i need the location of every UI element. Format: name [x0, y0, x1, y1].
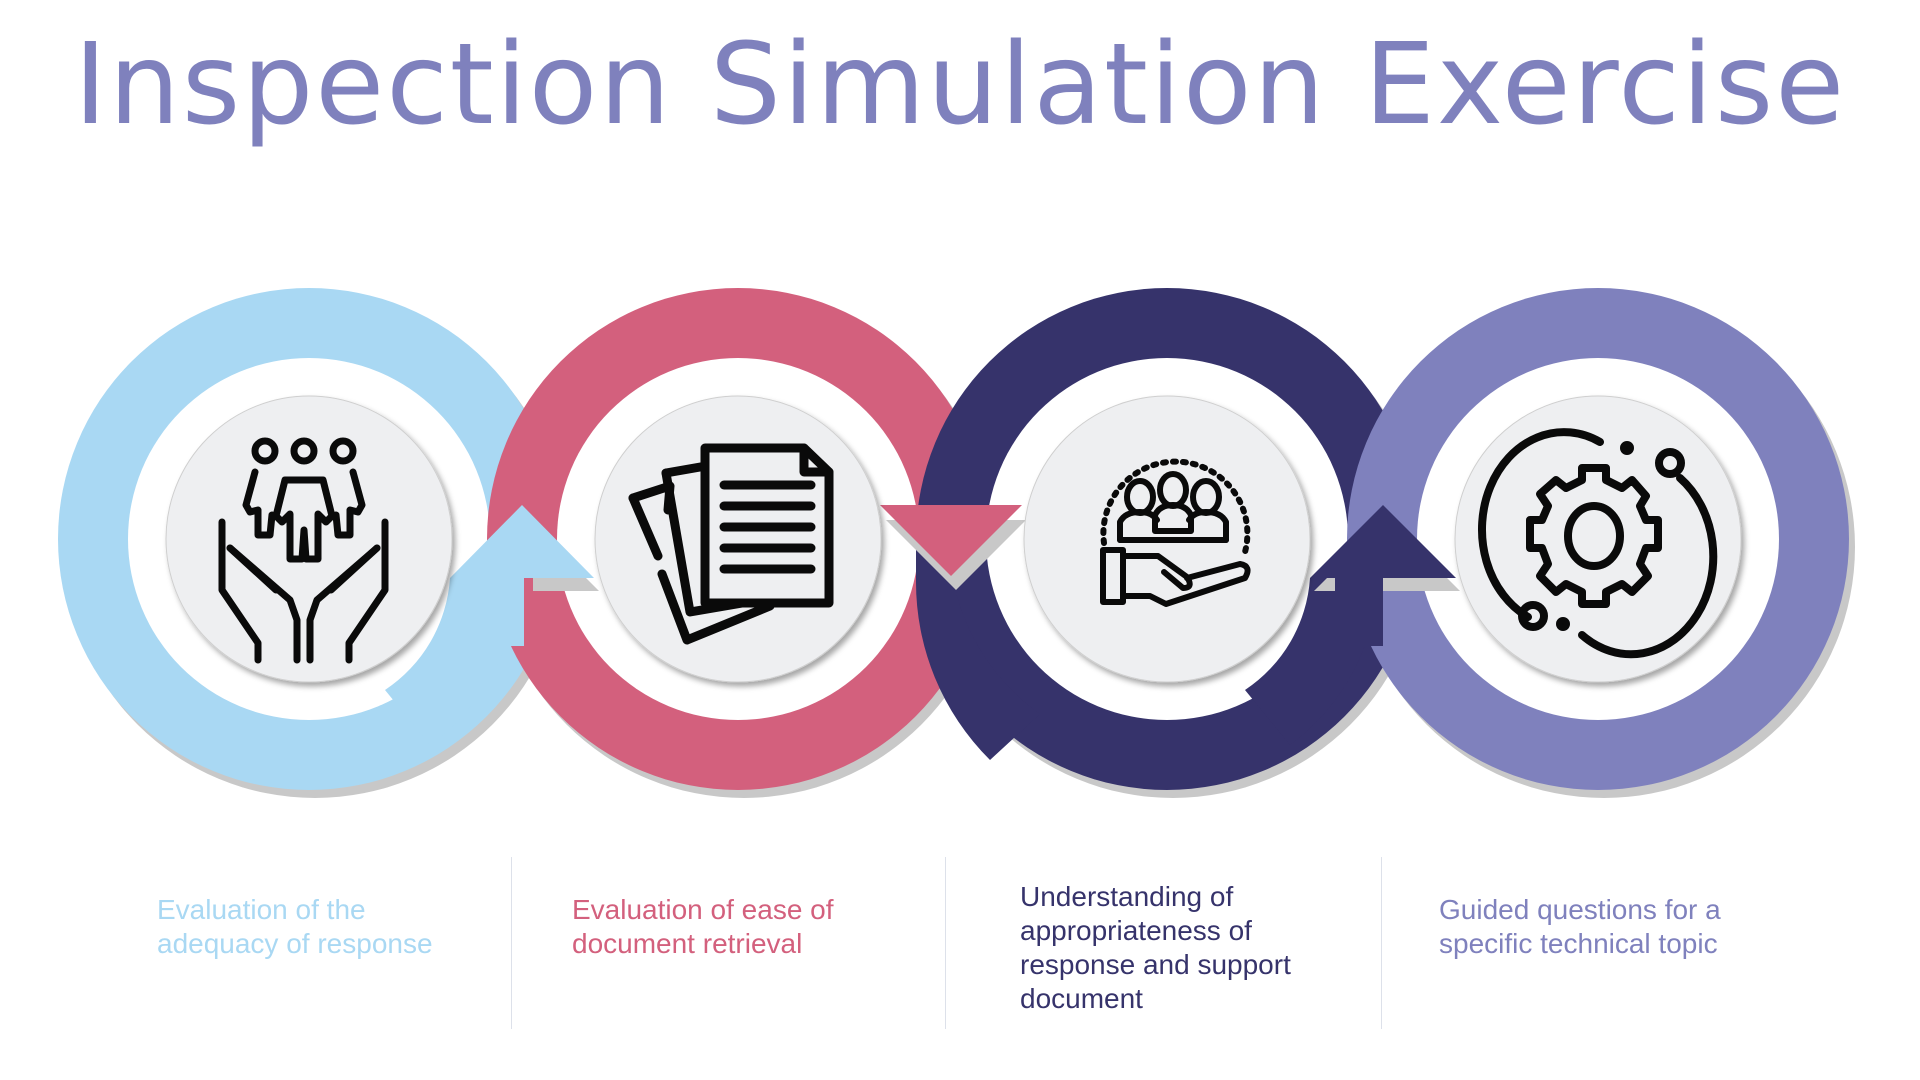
divider-1	[511, 857, 512, 1029]
people-in-hands-icon	[218, 437, 389, 664]
step-caption-1: Evaluation of the adequacy of response	[157, 894, 433, 959]
step-caption-2: Evaluation of ease of document retrieval	[572, 894, 834, 959]
documents-icon	[628, 443, 834, 645]
divider-3	[1381, 857, 1382, 1029]
arrow-down-2	[880, 505, 1026, 590]
team-support-hand-icon	[1100, 458, 1251, 607]
step-caption-4: Guided questions for a specific technica…	[1439, 894, 1721, 959]
page-title: Inspection Simulation Exercise	[73, 20, 1847, 150]
gear-orbit-icon	[1478, 428, 1718, 659]
arrow-up-1	[450, 505, 599, 646]
step-caption-3: Understanding of appropriateness of resp…	[1020, 881, 1291, 1014]
divider-2	[945, 857, 946, 1029]
arrow-up-3	[1310, 505, 1460, 646]
